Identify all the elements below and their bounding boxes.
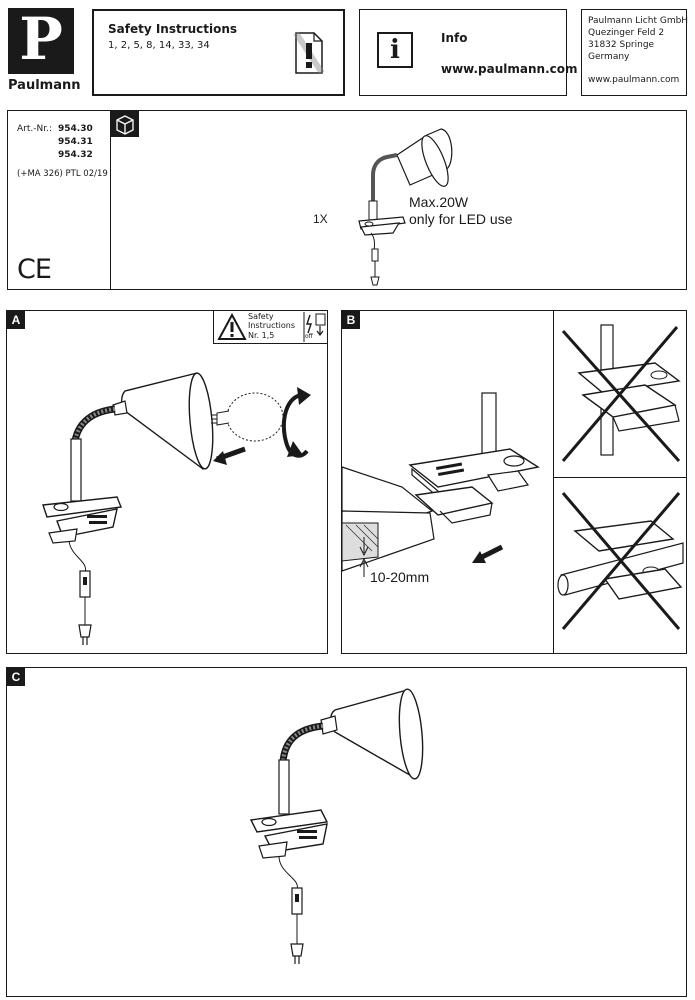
clamp-on-desk-illustration: [341, 392, 540, 577]
safety-badge: Safety Instructions Nr. 1,5 off: [213, 311, 328, 344]
logo-letter: P: [19, 5, 63, 73]
safety-instructions-box: Safety Instructions 1, 2, 5, 8, 14, 33, …: [92, 9, 345, 96]
article-info-box: Art.-Nr.: 954.30 954.31 954.32 (+MA 326)…: [7, 110, 111, 290]
safety-badge-line1: Safety: [248, 312, 274, 321]
safety-badge-line2: Instructions: [248, 321, 295, 330]
panel-b: B 10-20mm: [341, 310, 687, 654]
off-label: off: [305, 333, 313, 340]
info-box: i Info www.paulmann.com: [359, 9, 578, 96]
panel-a: A Safety Instructions Nr. 1,5 off: [6, 310, 328, 654]
panel-b-divider-h: [553, 477, 687, 479]
ce-mark: CE: [17, 254, 52, 285]
quantity-label: 1X: [313, 212, 328, 226]
address-country: Germany: [588, 52, 630, 62]
lamp-a-illustration: [42, 372, 311, 645]
lamp-small-illustration: [358, 128, 453, 286]
address-street: Quezinger Feld 2: [588, 28, 665, 38]
led-only-label: only for LED use: [409, 211, 513, 227]
max-watt-label: Max.20W: [409, 194, 469, 210]
panel-b-tag: B: [342, 311, 360, 329]
article-number-1: 954.30: [58, 124, 93, 134]
address-company: Paulmann Licht GmbH: [588, 16, 689, 26]
article-number-3: 954.32: [58, 150, 93, 160]
panel-c: C: [6, 667, 687, 997]
article-code: (+MA 326) PTL 02/19: [17, 169, 108, 179]
brand-name: Paulmann: [8, 78, 81, 93]
logo-mark: P: [8, 5, 74, 74]
package-tag: [111, 111, 139, 137]
safety-title: Safety Instructions: [108, 22, 238, 36]
panel-b-divider-v: [553, 311, 555, 653]
power-off-icon: [303, 312, 326, 342]
warning-triangle-icon: [217, 312, 247, 340]
address-city: 31832 Springe: [588, 40, 655, 50]
thickness-label: 10-20mm: [370, 569, 430, 585]
lamp-c-illustration: [249, 688, 424, 964]
package-contents-box: 1X Max.20W only for LED use: [110, 110, 687, 290]
safety-badge-line3: Nr. 1,5: [248, 331, 275, 340]
article-number-2: 954.31: [58, 137, 93, 147]
document-warning-icon: [293, 31, 325, 75]
wrong-round-pole-illustration: [561, 324, 681, 462]
wrong-horizontal-bar-illustration: [557, 492, 684, 630]
box-icon: [116, 115, 134, 135]
panel-a-tag: A: [7, 311, 25, 329]
info-icon: i: [377, 32, 413, 68]
info-label: Info: [441, 31, 468, 45]
article-label: Art.-Nr.:: [17, 124, 52, 134]
panel-c-tag: C: [7, 668, 25, 686]
paulmann-logo: P Paulmann: [6, 5, 81, 94]
address-url[interactable]: www.paulmann.com: [588, 75, 680, 85]
info-url[interactable]: www.paulmann.com: [441, 62, 578, 76]
address-box: Paulmann Licht GmbH Quezinger Feld 2 318…: [581, 9, 689, 96]
safety-pages: 1, 2, 5, 8, 14, 33, 34: [108, 40, 210, 51]
